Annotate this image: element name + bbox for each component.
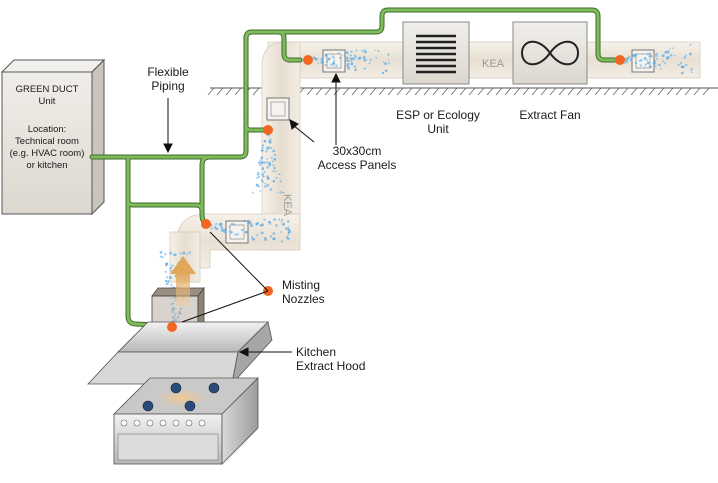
- access-panel-fan-side: [631, 49, 655, 73]
- misting-nozzles: [167, 55, 625, 332]
- nozzle-dot-icon: [303, 55, 313, 65]
- flexible-piping: [89, 7, 623, 329]
- infinity-fan-icon: [520, 40, 580, 66]
- control-knobs: [120, 419, 206, 427]
- steam-up-arrow: [170, 256, 196, 306]
- nozzle-dot-icon: [201, 219, 211, 229]
- unit-title-line1: GREEN DUCT: [16, 84, 79, 95]
- access-panels-label-line2: Access Panels: [318, 158, 397, 172]
- leader-lines: [163, 72, 341, 357]
- stove: [113, 377, 259, 465]
- misting-nozzles-label-line1: Misting: [282, 278, 320, 292]
- kitchen-hood-label-line2: Extract Hood: [296, 359, 365, 373]
- extract-fan: [512, 21, 588, 85]
- flexible-piping-label-line2: Piping: [151, 79, 184, 93]
- kea-horizontal-label: KEA: [482, 58, 505, 70]
- labels: Flexible Piping 30x30cm Access Panels ES…: [147, 65, 580, 373]
- esp-ecology-unit: [402, 21, 470, 85]
- unit-location-line3: (e.g. HVAC room): [10, 148, 85, 159]
- green-duct-unit: GREEN DUCT Unit Location: Technical room…: [0, 58, 106, 216]
- kitchen-extract-hood: [87, 286, 273, 386]
- burner-icon: [142, 382, 220, 412]
- ceiling-line: [207, 87, 718, 96]
- esp-unit-label-line1: ESP or Ecology: [396, 108, 480, 122]
- misting-nozzles-label-line2: Nozzles: [282, 292, 325, 306]
- unit-location-line2: Technical room: [15, 136, 79, 147]
- mist-spray: [159, 43, 694, 323]
- nozzle-dot-icon: [615, 55, 625, 65]
- access-panel-lower: [225, 220, 249, 244]
- kea-vertical-label: KEA: [281, 194, 293, 217]
- access-panels-label-line1: 30x30cm: [333, 144, 382, 158]
- nozzle-dot-icon: [263, 125, 273, 135]
- kitchen-hood-label-line1: Kitchen: [296, 345, 336, 359]
- extract-fan-label: Extract Fan: [519, 108, 580, 122]
- unit-location-line1: Location:: [28, 124, 67, 135]
- unit-location-line4: or kitchen: [26, 160, 67, 171]
- access-panels: [225, 49, 655, 244]
- access-panel-vertical: [266, 97, 290, 121]
- nozzle-dot-icon: [167, 322, 177, 332]
- esp-unit-label-line2: Unit: [427, 122, 449, 136]
- flexible-piping-label-line1: Flexible: [147, 65, 189, 79]
- unit-title-line2: Unit: [39, 96, 56, 107]
- grille-icon: [416, 34, 456, 74]
